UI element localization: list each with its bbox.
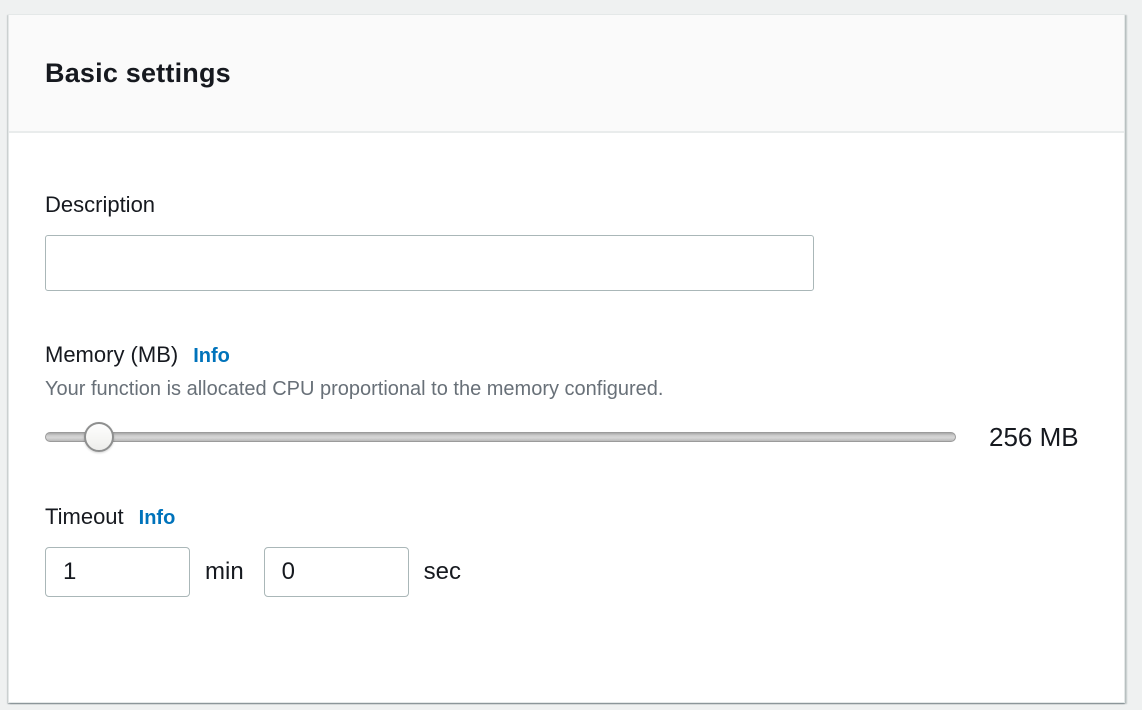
memory-slider-handle[interactable] [84,422,114,452]
timeout-field-group: Timeout Info min sec [45,503,1088,597]
timeout-seconds-unit: sec [423,558,462,585]
memory-info-link[interactable]: Info [193,345,230,367]
memory-label: Memory (MB) [45,342,179,367]
description-input[interactable] [45,235,814,291]
memory-slider-row: 256 MB [45,417,1088,457]
panel-body: Description Memory (MB) Info Your functi… [9,133,1124,597]
memory-slider[interactable] [45,417,956,457]
timeout-label-row: Timeout Info [45,503,1088,530]
memory-slider-track[interactable] [45,432,956,442]
memory-label-row: Memory (MB) Info [45,341,1088,368]
timeout-label: Timeout [45,504,124,529]
description-label: Description [45,192,156,217]
memory-field-group: Memory (MB) Info Your function is alloca… [45,341,1088,457]
description-field-group: Description [45,191,1088,291]
memory-helper-text: Your function is allocated CPU proportio… [45,378,664,400]
memory-value: 256 MB [989,421,1079,452]
timeout-minutes-input[interactable] [45,547,190,597]
panel-header: Basic settings [9,15,1124,133]
panel-title: Basic settings [45,57,231,88]
timeout-minutes-unit: min [205,558,244,585]
basic-settings-panel: Basic settings Description Memory (MB) I… [8,14,1125,703]
timeout-inputs-row: min sec [45,547,1088,597]
timeout-info-link[interactable]: Info [138,507,176,529]
timeout-seconds-input[interactable] [263,547,409,597]
